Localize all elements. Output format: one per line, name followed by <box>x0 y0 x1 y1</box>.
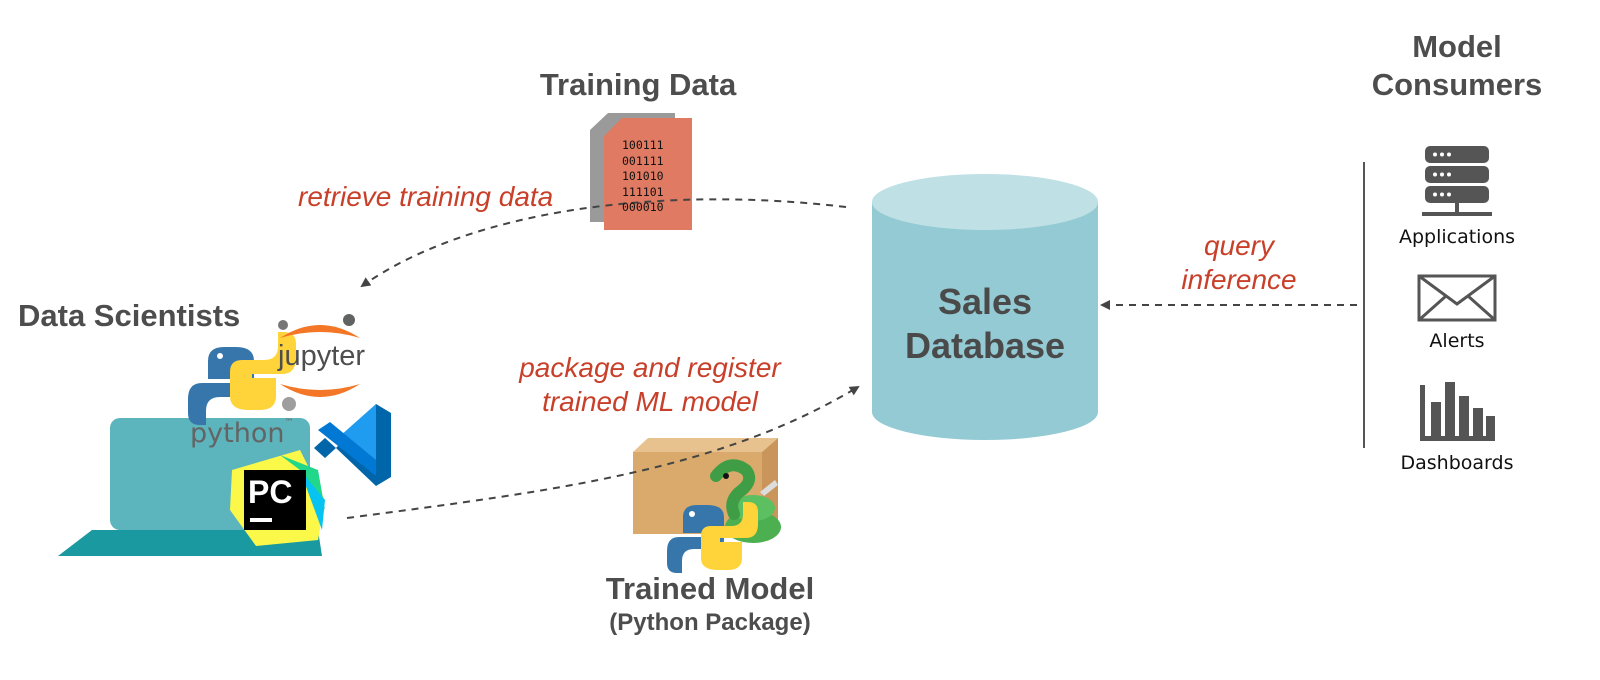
bits-row: 101010 <box>622 169 664 183</box>
model-consumers-line2: Consumers <box>1371 67 1543 102</box>
sales-database-line1: Sales <box>937 281 1033 322</box>
pycharm-logo-icon <box>230 450 325 546</box>
bits-row: 100111 <box>622 138 664 152</box>
python-wordmark-text: python <box>190 418 285 449</box>
query-label-line2: inference <box>1181 264 1297 295</box>
query-inference-label: query inference <box>1170 229 1308 297</box>
applications-server-icon <box>1422 146 1492 216</box>
dashboards-chart-icon <box>1420 382 1495 441</box>
alerts-envelope-icon <box>1417 274 1497 322</box>
applications-label: Applications <box>1398 226 1516 248</box>
bits-row: 000010 <box>622 200 664 214</box>
training-data-bits: 100111 001111 101010 111101 000010 <box>622 138 664 216</box>
trained-model-title: Trained Model <box>605 571 815 606</box>
python-logo-icon <box>188 332 296 425</box>
trained-model-subtitle: (Python Package) <box>609 609 811 636</box>
training-data-document-icon <box>590 113 692 230</box>
sales-database-icon <box>872 174 1098 440</box>
pycharm-wordmark: PC <box>248 474 293 510</box>
package-label-line1: package and register <box>519 352 781 383</box>
package-register-arrow <box>346 385 860 519</box>
model-consumers-title: Model Consumers <box>1362 28 1552 104</box>
vscode-logo-icon <box>314 404 391 486</box>
jupyter-logo-icon <box>278 314 360 411</box>
package-register-label: package and register trained ML model <box>500 351 800 419</box>
bits-row: 001111 <box>622 153 664 168</box>
data-scientists-title: Data Scientists <box>18 298 241 333</box>
dashboards-label: Dashboards <box>1400 452 1514 474</box>
sales-database-label: Sales Database <box>872 280 1098 368</box>
python-wordmark: python™ <box>190 418 293 449</box>
python-trademark: ™ <box>284 418 294 428</box>
retrieve-training-data-label: retrieve training data <box>298 181 554 212</box>
sales-database-line2: Database <box>904 325 1066 366</box>
package-python-logo-icon <box>667 502 758 573</box>
model-consumers-line1: Model <box>1412 29 1502 64</box>
query-label-line1: query <box>1203 230 1275 261</box>
training-data-title: Training Data <box>539 67 737 102</box>
bits-row: 111101 <box>622 184 664 199</box>
jupyter-wordmark: jupyter <box>278 340 366 372</box>
retrieve-training-data-arrow <box>360 198 847 288</box>
package-label-line2: trained ML model <box>542 386 758 417</box>
alerts-label: Alerts <box>1429 330 1485 352</box>
